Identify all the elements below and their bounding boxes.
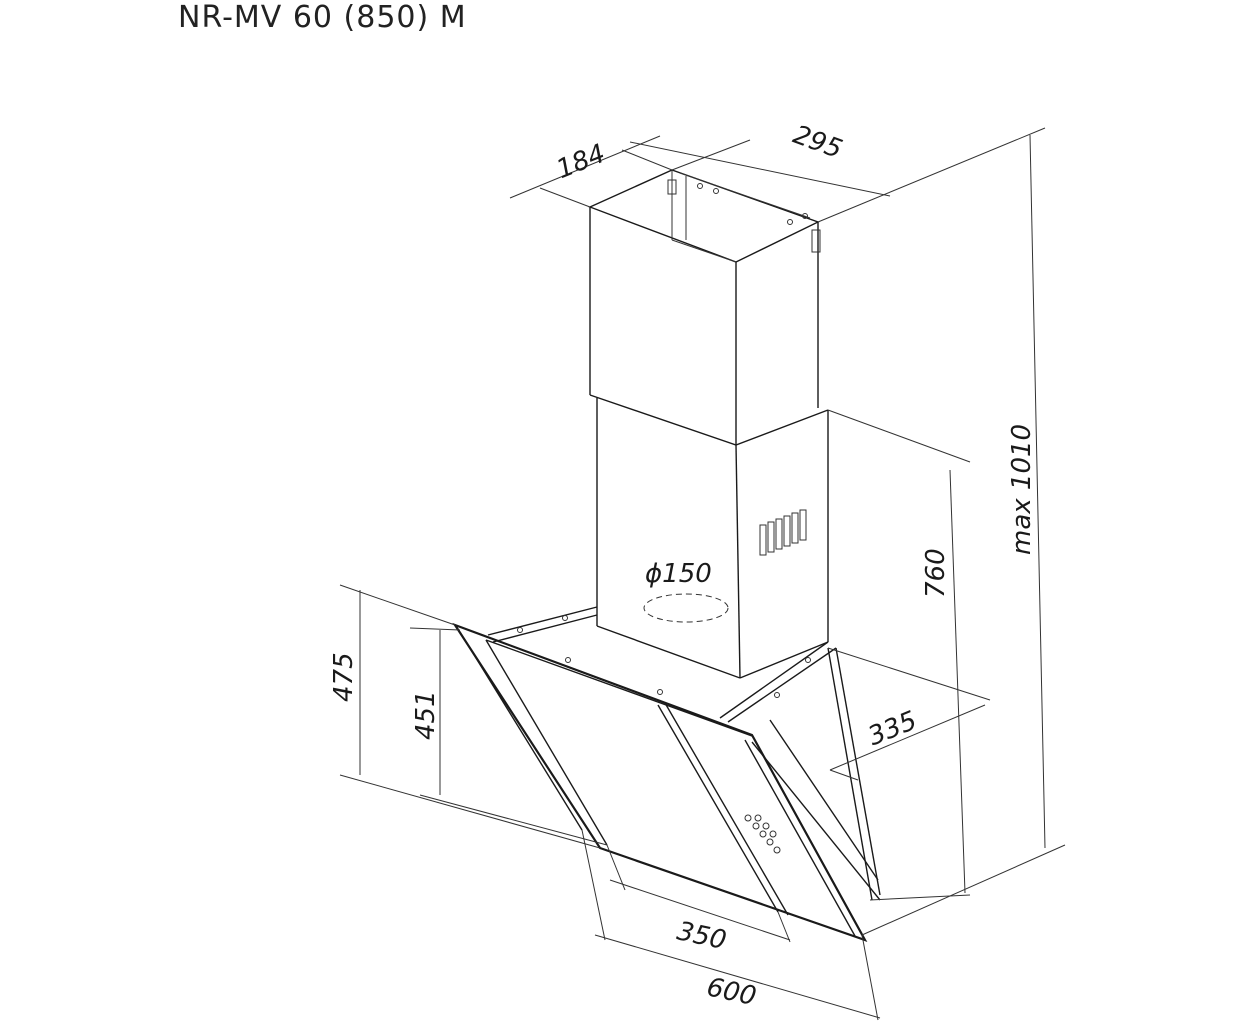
- dim-label-184: 184: [552, 139, 609, 185]
- chimney-lower: [589, 394, 829, 679]
- vent-grille: [759, 509, 807, 556]
- dim-label-475: 475: [329, 652, 359, 702]
- dimension-lines: [339, 127, 1066, 1021]
- canopy-frame: [487, 606, 881, 901]
- model-title: NR-MV 60 (850) M: [178, 0, 467, 35]
- dim-label-335: 335: [864, 706, 921, 752]
- dim-label-diameter-150: ϕ150: [645, 559, 712, 589]
- chimney-upper: [588, 169, 821, 445]
- dim-label-350: 350: [674, 916, 729, 956]
- dim-label-451: 451: [411, 690, 441, 740]
- outlet-dashed-ellipse: [643, 593, 729, 623]
- glass-panels: [452, 622, 868, 942]
- dim-label-max-1010: max 1010: [1007, 424, 1037, 555]
- dim-label-295: 295: [789, 120, 846, 165]
- dim-label-600: 600: [704, 972, 759, 1012]
- dim-label-760: 760: [921, 548, 951, 598]
- control-buttons: [744, 814, 781, 854]
